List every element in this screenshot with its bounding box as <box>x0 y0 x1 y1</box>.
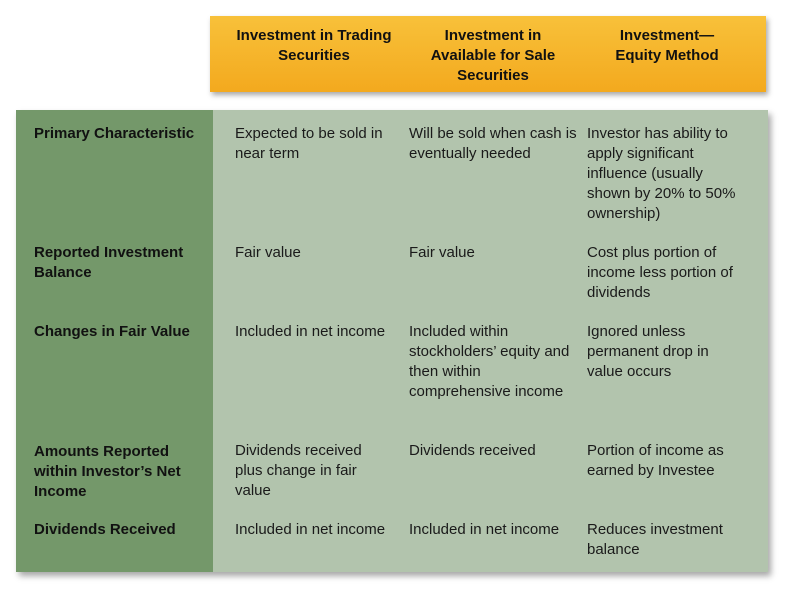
column-header-trading: Investment in Trading Securities <box>236 27 392 64</box>
column-header-available-for-sale: Investment in Available for Sale Securit… <box>430 27 556 84</box>
column-header-band <box>210 16 766 92</box>
cell-trading-balance: Fair value <box>235 244 301 261</box>
cell-equity-changes: Ignored unless permanent drop in value o… <box>587 323 709 380</box>
cell-afs-changes: Included within stockholders’ equity and… <box>409 323 570 400</box>
cell-afs-dividends: Included in net income <box>409 521 560 538</box>
cell-equity-primary: Investor has ability to apply significan… <box>587 125 736 222</box>
cell-equity-dividends: Reduces investment balance <box>587 521 723 558</box>
row-label-dividends-received: Dividends Received <box>34 521 176 538</box>
cell-afs-primary: Will be sold when cash is eventually nee… <box>409 125 577 162</box>
cell-trading-dividends: Included in net income <box>235 521 386 538</box>
row-label-amounts-reported: Amounts Reported within Investor’s Net I… <box>34 443 181 500</box>
cell-trading-changes: Included in net income <box>235 323 386 340</box>
cell-equity-amounts: Portion of income as earned by Investee <box>587 442 724 479</box>
row-label-changes-fair-value: Changes in Fair Value <box>34 323 190 340</box>
column-header-equity-method: Investment— Equity Method <box>615 27 719 64</box>
row-label-primary-characteristic: Primary Characteristic <box>34 125 195 142</box>
cell-trading-amounts: Dividends received plus change in fair v… <box>235 442 362 499</box>
cell-equity-balance: Cost plus portion of income less portion… <box>587 244 733 301</box>
cell-afs-balance: Fair value <box>409 244 475 261</box>
row-label-reported-balance: Reported Investment Balance <box>34 244 184 281</box>
cell-afs-amounts: Dividends received <box>409 442 536 459</box>
row-label-column <box>16 110 213 572</box>
cell-trading-primary: Expected to be sold in near term <box>235 125 383 162</box>
